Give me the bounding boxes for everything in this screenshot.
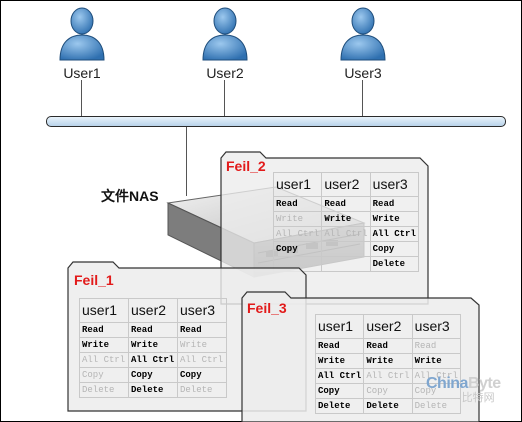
user2-wire xyxy=(224,80,225,116)
permission-cell: Write xyxy=(79,337,129,353)
permission-cell: Copy xyxy=(79,367,129,383)
permission-cell: Write xyxy=(272,211,323,227)
user-node-1: User1 xyxy=(52,2,112,81)
column-header: user3 xyxy=(369,172,420,197)
user3-wire xyxy=(362,80,363,116)
permission-cell: All Ctrl xyxy=(314,368,365,384)
permission-cell: Copy xyxy=(177,367,227,383)
chinabyte-watermark: ChinaByte 比特网 xyxy=(426,376,501,405)
permission-cell xyxy=(321,241,371,257)
permission-cell: Read xyxy=(177,322,227,338)
folder-title: Feil_2 xyxy=(226,158,266,174)
permission-cell: All Ctrl xyxy=(363,368,413,384)
permission-cell: Read xyxy=(411,338,462,354)
permission-cell: Write xyxy=(314,353,365,369)
column-header: user3 xyxy=(411,314,462,339)
permission-cell: Read xyxy=(79,322,129,338)
permission-cell: All Ctrl xyxy=(369,226,420,242)
column-header: user3 xyxy=(177,298,227,323)
nas-label: 文件NAS xyxy=(101,188,159,204)
column-header: user2 xyxy=(363,314,413,339)
permission-cell: Read xyxy=(363,338,413,354)
permission-cell: All Ctrl xyxy=(79,352,129,368)
permission-cell: All Ctrl xyxy=(272,226,323,242)
permission-cell: Read xyxy=(272,196,323,212)
permission-cell: All Ctrl xyxy=(321,226,371,242)
permission-cell: Read xyxy=(128,322,178,338)
network-bus xyxy=(46,116,506,127)
user-icon xyxy=(340,7,386,61)
permission-cell: Read xyxy=(369,196,420,212)
permission-cell: Copy xyxy=(128,367,178,383)
user-node-2: User2 xyxy=(195,2,255,81)
user-node-3: User3 xyxy=(333,2,393,81)
permission-cell: Read xyxy=(321,196,371,212)
permission-cell: All Ctrl xyxy=(177,352,227,368)
permission-cell: Write xyxy=(128,337,178,353)
permission-cell: Copy xyxy=(363,383,413,399)
user-label: User1 xyxy=(63,65,101,81)
permission-cell: Delete xyxy=(314,398,365,414)
folder-title: Feil_3 xyxy=(247,300,287,316)
column-header: user1 xyxy=(314,314,365,339)
permission-row: Delete xyxy=(272,256,420,272)
watermark-chinese: 比特网 xyxy=(461,392,495,404)
user-label: User2 xyxy=(206,65,244,81)
column-header: user2 xyxy=(128,298,178,323)
nas-wire xyxy=(186,126,187,196)
permission-cell: Delete xyxy=(177,382,227,398)
permission-cell xyxy=(321,256,371,272)
permission-cell: Write xyxy=(363,353,413,369)
user-icon xyxy=(59,7,105,61)
permission-cell: Delete xyxy=(411,398,462,414)
user-icon xyxy=(202,7,248,61)
watermark-brand-b: Byte xyxy=(467,375,501,392)
permission-cell: Copy xyxy=(272,241,323,257)
permission-cell: Write xyxy=(177,337,227,353)
permission-cell: Delete xyxy=(79,382,129,398)
user1-wire xyxy=(81,80,82,116)
permission-cell: Write xyxy=(411,353,462,369)
permission-row: Copy Copy xyxy=(272,241,420,257)
permission-cell: Delete xyxy=(128,382,178,398)
user-label: User3 xyxy=(344,65,382,81)
column-header: user2 xyxy=(321,172,371,197)
permission-cell: Write xyxy=(321,211,371,227)
permission-cell: Delete xyxy=(363,398,413,414)
permission-cell: Copy xyxy=(314,383,365,399)
permission-cell: Copy xyxy=(369,241,420,257)
permission-cell: Read xyxy=(314,338,365,354)
permission-cell: All Ctrl xyxy=(128,352,178,368)
column-header: user1 xyxy=(272,172,323,197)
permission-cell: Write xyxy=(369,211,420,227)
folder-title: Feil_1 xyxy=(74,272,114,288)
watermark-brand: ChinaByte xyxy=(426,376,501,392)
column-header: user1 xyxy=(79,298,129,323)
permission-cell: Delete xyxy=(369,256,420,272)
watermark-brand-a: China xyxy=(426,375,468,392)
